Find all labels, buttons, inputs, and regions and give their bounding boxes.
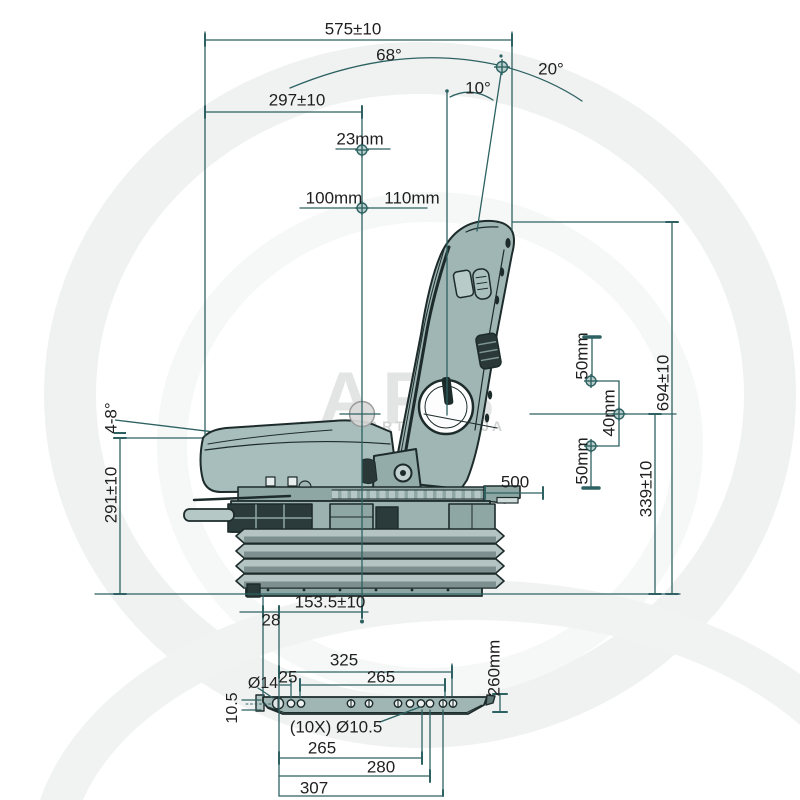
reference-point-markers (355, 59, 626, 453)
dim-label-153-5: 153.5±10 (294, 592, 366, 612)
lumbar-knob (475, 332, 502, 370)
dim-label-280: 280 (366, 757, 396, 777)
dim-label-291: 291±10 (101, 466, 121, 524)
dim-label-28: 28 (261, 610, 281, 630)
dim-label-68deg: 68° (376, 45, 402, 65)
dim-label-325: 325 (329, 650, 359, 670)
dim-label-575: 575±10 (324, 19, 382, 39)
dim-label-10-5: 10.5 (224, 692, 241, 724)
dim-label-339: 339±10 (636, 460, 656, 518)
dim-label-265-top: 265 (366, 667, 396, 687)
dim-label-260mm: 260mm (484, 639, 504, 697)
adjustment-lever (183, 508, 235, 522)
dim-label-50mm-upper: 50mm (572, 332, 592, 380)
dim-label-25: 25 (278, 667, 298, 687)
compressor-box (227, 503, 313, 533)
dim-label-307: 307 (299, 778, 329, 798)
dim-label-23mm: 23mm (336, 129, 384, 149)
dim-label-10deg: 10° (465, 78, 491, 98)
dim-label-110mm: 110mm (384, 188, 440, 208)
dim-label-50mm-lower: 50mm (572, 437, 592, 485)
dim-label-500: 500 (500, 472, 530, 492)
backrest-vent (472, 268, 492, 300)
dim-label-20deg: 20° (538, 59, 564, 79)
watermark-rings (40, 42, 800, 800)
dim-label-40mm: 40mm (599, 389, 619, 437)
backrest-handle (452, 269, 475, 299)
base-rail-profile (255, 694, 496, 715)
recliner-knob (417, 376, 498, 436)
dimension-lines (94, 31, 681, 797)
dim-label-dia14: Ø14 (247, 675, 279, 692)
dim-label-10x-dia10-5: (10X) Ø10.5 (289, 717, 383, 737)
dim-label-4-8deg: 4-8° (101, 402, 121, 434)
dim-label-265-bottom: 265 (307, 738, 337, 758)
dim-label-694: 694±10 (653, 354, 673, 412)
suspension-bellows (235, 528, 505, 589)
seat-side-view (183, 219, 521, 598)
dim-label-100mm: 100mm (305, 188, 363, 208)
dim-label-297: 297±10 (268, 90, 326, 110)
